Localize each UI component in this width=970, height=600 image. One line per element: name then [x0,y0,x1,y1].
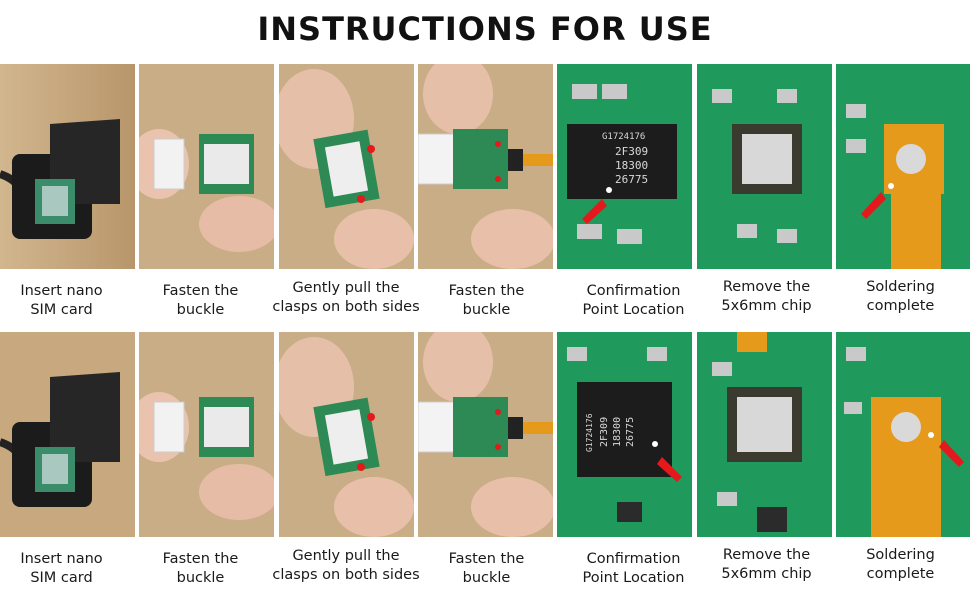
chip-marking-l4: 26775 [625,417,636,447]
photo-soldering-complete [836,64,970,269]
photo-remove-chip [697,332,832,537]
photo-remove-chip [697,64,832,269]
chip-marking-l2: 2F309 [615,145,648,158]
caption-fasten-buckle: Fasten the buckle [162,551,239,586]
caption-fasten-buckle-2: Fasten the buckle [448,283,525,318]
photo-pull-clasps [279,332,414,537]
caption-fasten-buckle: Fasten the buckle [162,283,239,318]
caption-insert-sim: Insert nano SIM card [20,283,103,318]
caption-soldering-complete: Soldering complete [866,279,935,314]
photo-fasten-buckle-2 [418,64,553,269]
photo-soldering-complete [836,332,970,537]
photo-insert-sim [0,332,135,537]
chip-marking-l1: G1724176 [602,132,645,142]
photo-confirmation-point: G1724176 2F309 18300 26775 [557,64,692,269]
caption-soldering-complete: Soldering complete [866,547,935,582]
chip-marking-l3: 18300 [612,417,623,447]
chip-marking-l2: 2F309 [599,417,610,447]
photo-fasten-buckle [139,332,274,537]
caption-confirmation-point: Confirmation Point Location [582,551,685,586]
caption-confirmation-point: Confirmation Point Location [582,283,685,318]
chip-marking-l4: 26775 [615,173,648,186]
caption-remove-chip: Remove the 5x6mm chip [721,279,812,314]
photo-pull-clasps [279,64,414,269]
photo-insert-sim [0,64,135,269]
caption-remove-chip: Remove the 5x6mm chip [721,547,812,582]
caption-pull-clasps: Gently pull the clasps on both sides [272,280,420,315]
page-title: INSTRUCTIONS FOR USE [257,10,713,48]
caption-pull-clasps: Gently pull the clasps on both sides [272,548,420,583]
caption-fasten-buckle-2: Fasten the buckle [448,551,525,586]
photo-confirmation-point: G1724176 2F309 18300 26775 [557,332,692,537]
caption-insert-sim: Insert nano SIM card [20,551,103,586]
photo-fasten-buckle [139,64,274,269]
chip-marking-l3: 18300 [615,159,648,172]
photo-fasten-buckle-2 [418,332,553,537]
chip-marking-l1: G1724176 [585,413,594,452]
